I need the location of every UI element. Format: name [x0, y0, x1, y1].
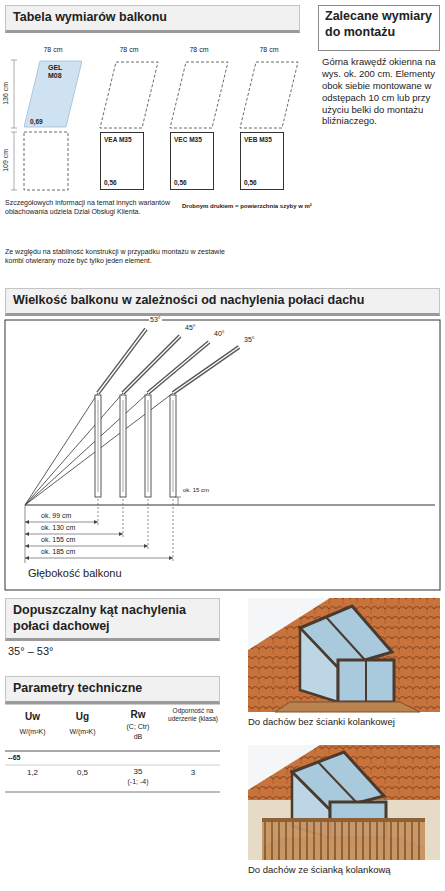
dimension: 78 cm — [170, 46, 228, 55]
table-cell: Ug — [60, 711, 105, 724]
glass-area: 0,56 — [244, 179, 280, 186]
table-cell: (C; Ctr) — [112, 723, 164, 732]
table-cell: --65 — [8, 754, 20, 763]
dimension: 78 cm — [24, 46, 82, 55]
section-heading: Tabela wymiarów balkonu — [5, 5, 300, 33]
table-cell: 3 — [166, 768, 220, 778]
angle-label: 35° — [243, 336, 256, 345]
note: Górna krawędź okienna na wys. ok. 200 cm… — [322, 56, 440, 127]
table-cell: dB — [112, 733, 164, 742]
table-cell: W/(m²K) — [8, 728, 57, 737]
glass-area: 0,56 — [174, 179, 210, 186]
dimension: 136 cm — [2, 73, 11, 113]
dimension: ok. 130 cm — [40, 524, 76, 533]
caption: Głębokość balkonu — [28, 567, 122, 581]
section-heading: Dopuszczalny kąt nachylenia połaci dacho… — [5, 598, 220, 641]
dimension: ok. 185 cm — [40, 548, 76, 557]
table-cell: Rw — [112, 709, 164, 722]
dimension: 109 cm — [2, 140, 11, 180]
glass-area: 0,69 — [30, 118, 82, 125]
value: 35° – 53° — [8, 645, 54, 659]
node-title: Tabela wymiarów balkonu — [13, 10, 292, 26]
section-heading: Wielkość balkonu w zależności od nachyle… — [5, 288, 440, 316]
note: Ze względu na stabilność konstrukcji w p… — [5, 248, 225, 266]
angle-label: 45° — [184, 324, 197, 333]
window-element: VEA M35 0,56 — [100, 132, 144, 190]
node-title: VEA M35 — [104, 136, 140, 143]
table-cell: 35 — [112, 767, 164, 777]
section-heading: Parametry techniczne — [5, 676, 220, 704]
roof-window-shape: GEL M08 0,69 — [24, 60, 82, 128]
table-cell: W/(m²K) — [58, 728, 107, 737]
dimension: ok. 155 cm — [40, 536, 76, 545]
dimension: ok. 99 cm — [40, 512, 72, 521]
note: Drobnym drukiem = powierzchnia szyby w m… — [182, 203, 312, 211]
window-element: VEB M35 0,56 — [240, 132, 284, 190]
section-heading: Zalecane wymiary do montażu — [318, 5, 440, 51]
node-title: Parametry techniczne — [13, 681, 212, 697]
table-cell: (-1; -4) — [112, 778, 164, 787]
node-title: Dopuszczalny kąt nachylenia połaci dacho… — [13, 603, 212, 634]
dimension: 78 cm — [240, 46, 298, 55]
node-title: Zalecane wymiary do montażu — [325, 9, 433, 40]
node-title: Wielkość balkonu w zależności od nachyle… — [13, 293, 432, 309]
note: Szczegółowych informacji na temat innych… — [5, 199, 177, 217]
angle-label: 40° — [213, 330, 226, 339]
angle-label: 53° — [149, 316, 162, 325]
table-cell: Odporność na uderzenie (klasa) — [166, 707, 220, 723]
photo-caption: Do dachów bez ścianki kolankowej — [248, 716, 395, 728]
window-element: VEC M35 0,56 — [170, 132, 214, 190]
table-cell: 0,5 — [60, 768, 105, 778]
glass-area: 0,56 — [104, 179, 140, 186]
table-cell: Uw — [10, 711, 55, 724]
node-title: VEC M35 — [174, 136, 210, 143]
node-title: VEB M35 — [244, 136, 280, 143]
node-title: GEL M08 — [48, 64, 76, 79]
dimension: 78 cm — [100, 46, 158, 55]
photo-caption: Do dachów ze ścianką kolankową — [248, 864, 391, 876]
dimension: ok. 15 cm — [182, 487, 210, 495]
table-cell: 1,2 — [10, 768, 55, 778]
